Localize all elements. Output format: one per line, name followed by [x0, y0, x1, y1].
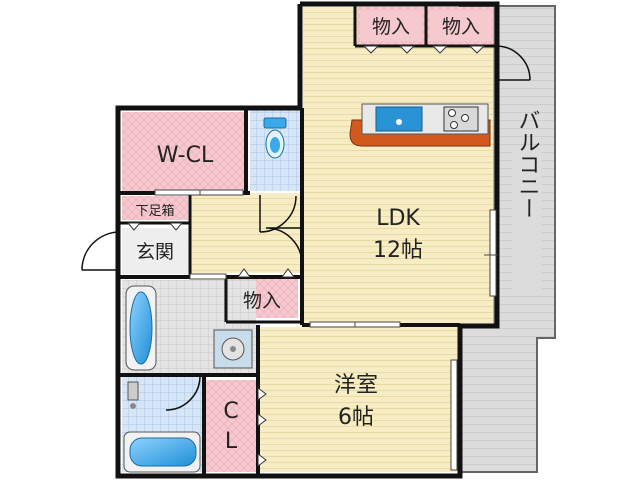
toilet-icon	[263, 117, 287, 159]
ldk-label: LDK	[376, 206, 420, 231]
storage-top-left-label: 物入	[372, 16, 410, 38]
closet-label-line2: L	[225, 429, 238, 454]
western-room-floor	[258, 327, 458, 472]
western-room-label: 洋室	[334, 373, 378, 398]
closet-label-line1: C	[223, 399, 238, 424]
washing-machine-pan-icon	[213, 329, 253, 369]
faucet-icon	[127, 381, 139, 409]
shoe-cabinet-label: 下足箱	[135, 203, 174, 219]
closet-floor	[206, 380, 256, 472]
walk-in-closet-floor	[122, 112, 244, 192]
ldk-floor	[303, 7, 493, 325]
room-labels: 物入 物入 W-CL 下足箱 玄関 物入 LDK 12帖 洋室 6帖 C L バ…	[128, 11, 542, 454]
swing-doors	[81, 45, 531, 411]
washbasin-icon	[125, 285, 157, 371]
shoe-cabinet-floor	[122, 196, 188, 220]
kitchen	[349, 103, 491, 147]
hallway-floor	[190, 193, 303, 273]
storage-top-right-label: 物入	[442, 16, 480, 38]
western-room-size-label: 6帖	[338, 405, 374, 430]
hall-storage-label: 物入	[243, 290, 281, 312]
walk-in-closet-label: W-CL	[157, 143, 214, 168]
balcony-label: バルコニー	[515, 109, 540, 219]
ldk-size-label: 12帖	[373, 238, 423, 263]
stove-icon	[443, 106, 479, 132]
bathtub-icon	[123, 431, 201, 473]
storage-door-marks	[126, 45, 486, 467]
entrance-label: 玄関	[136, 241, 174, 263]
sliding-doors	[154, 189, 498, 471]
